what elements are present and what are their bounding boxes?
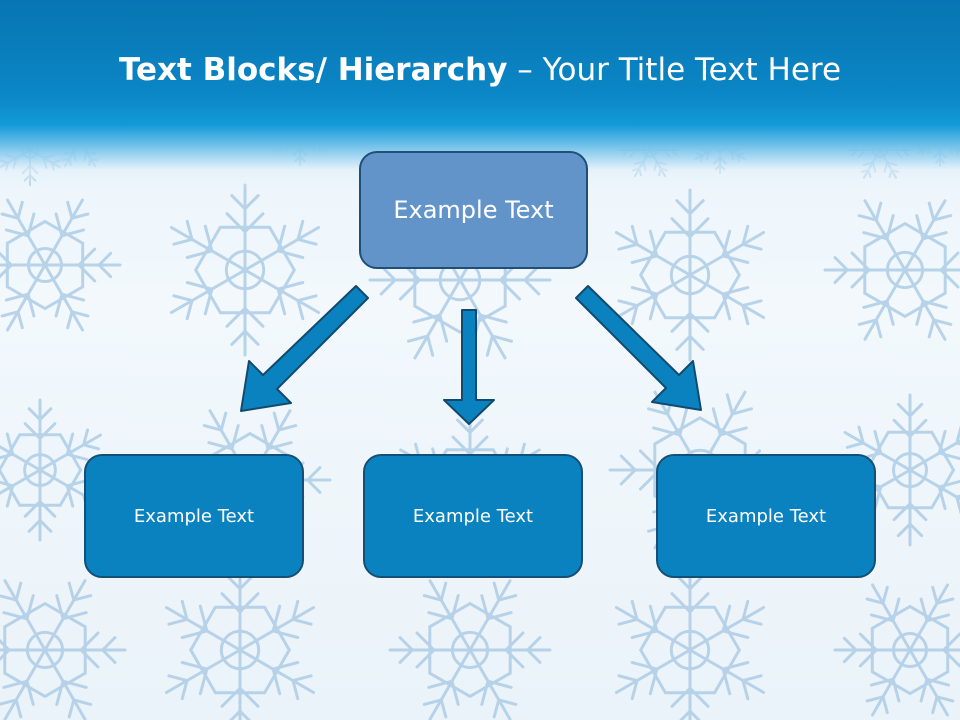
child-box-right[interactable]: Example Text xyxy=(656,454,876,578)
snowflake-shape xyxy=(388,579,552,720)
title-separator: – xyxy=(507,52,543,88)
snowflake-shape xyxy=(614,563,766,720)
title-bold-part: Text Blocks/ Hierarchy xyxy=(118,52,508,88)
slide-title: Text Blocks/ Hierarchy – Your Title Text… xyxy=(0,52,960,88)
child-box-left[interactable]: Example Text xyxy=(84,454,304,578)
top-level-box[interactable]: Example Text xyxy=(359,151,588,269)
snowflake-shape xyxy=(0,398,103,542)
arrow-left xyxy=(240,285,369,412)
arrow-right xyxy=(575,285,702,411)
snowflake-shape xyxy=(833,583,960,717)
title-normal-part: Your Title Text Here xyxy=(542,52,842,88)
snowflake-shape xyxy=(823,199,960,341)
snowflake-shape xyxy=(0,579,127,720)
snowflake-shape xyxy=(0,198,122,332)
arrow-center xyxy=(443,309,495,425)
snowflake-shape xyxy=(614,188,766,362)
snowflake-shape xyxy=(169,183,321,357)
snowflake-shape xyxy=(164,563,316,720)
child-box-center[interactable]: Example Text xyxy=(363,454,583,578)
